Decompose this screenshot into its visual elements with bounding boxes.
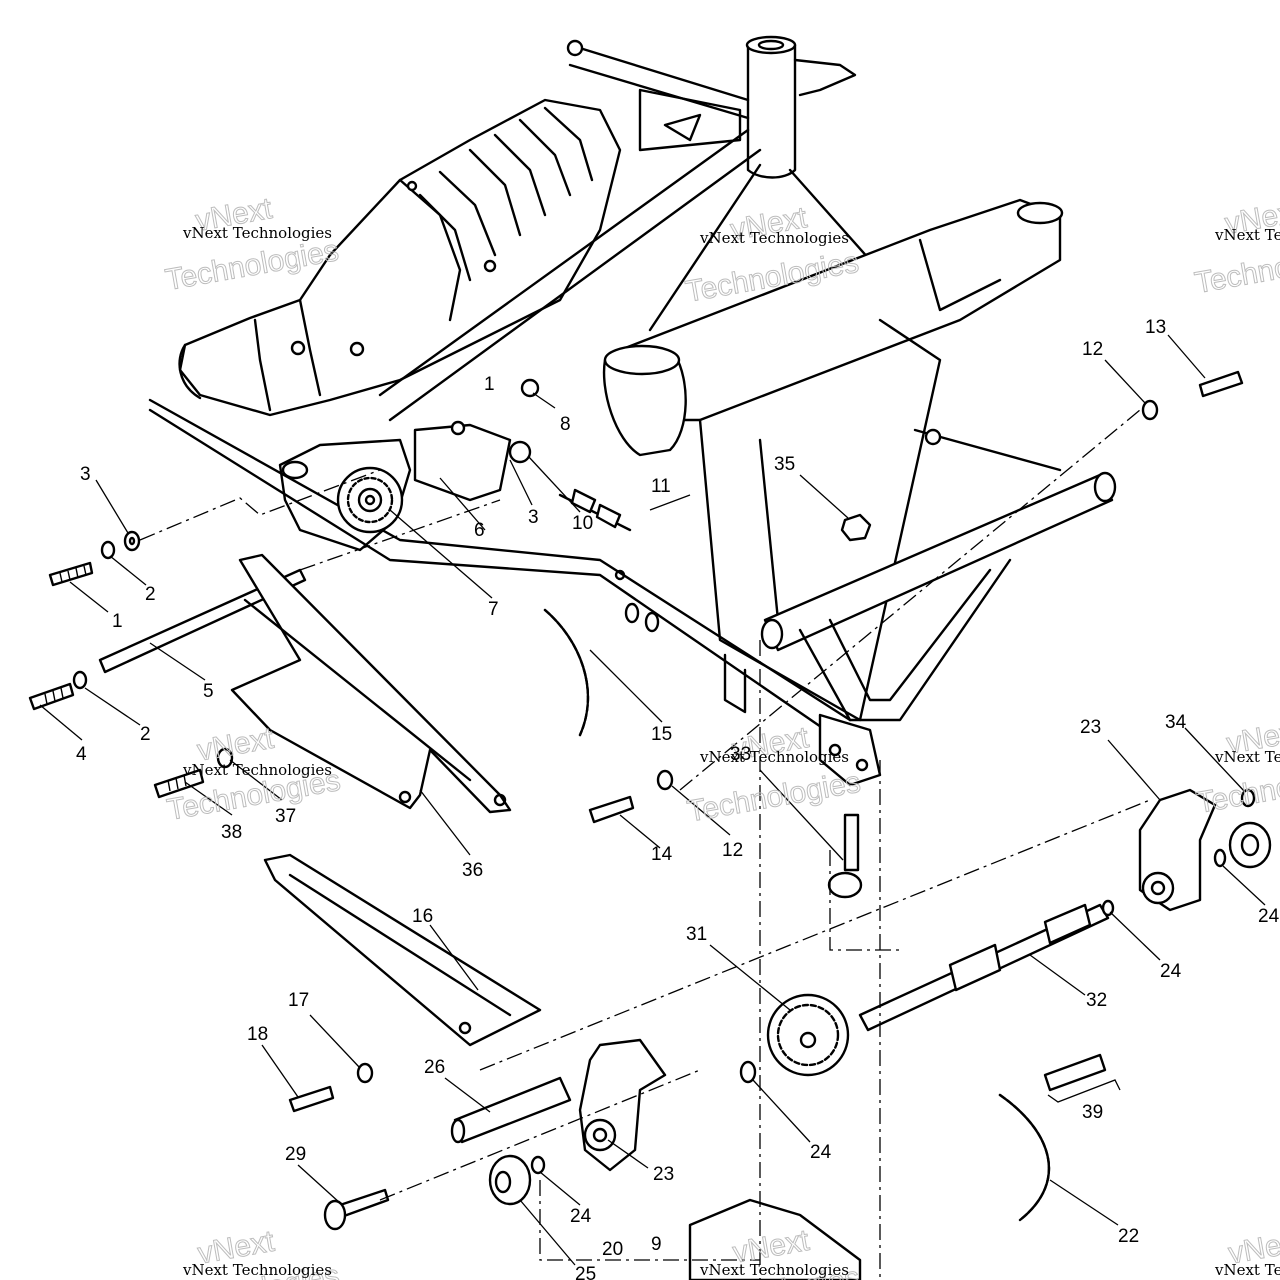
callout-2: 2 [145,584,156,605]
callout-2: 2 [140,724,151,745]
callout-6: 6 [474,520,485,541]
callout-33: 33 [730,744,751,765]
watermark-text: vNext Technologies [182,761,332,779]
svg-text:Technologies: Technologies [1192,237,1280,300]
callout-18: 18 [247,1024,268,1045]
callout-25: 25 [575,1264,596,1280]
callout-1: 1 [112,611,123,632]
callout-16: 16 [412,906,433,927]
callout-12: 12 [1082,339,1103,360]
callout-11: 11 [651,476,671,497]
callout-38: 38 [221,822,242,843]
callout-23: 23 [653,1164,674,1185]
watermark-text: vNext Technologies [182,224,332,242]
watermark-text: vNext Technologies [1214,226,1280,244]
callout-7: 7 [488,599,499,620]
callout-37: 37 [275,806,296,827]
callout-22: 22 [1118,1226,1139,1247]
callout-10: 10 [572,513,593,534]
callout-31: 31 [686,924,707,945]
callout-24: 24 [1258,906,1280,927]
callout-36: 36 [462,860,483,881]
svg-text:Technologies: Technologies [1194,757,1280,820]
callout-20: 20 [602,1239,623,1260]
watermark-text: vNext Technologies [699,229,849,247]
left-fasteners [28,469,501,711]
svg-text:Technologies: Technologies [685,766,863,829]
callout-8: 8 [560,414,571,435]
watermark-text: vNext Technologies [699,748,849,766]
callout-26: 26 [424,1057,445,1078]
callout-39: 39 [1082,1102,1103,1123]
callout-9: 9 [651,1234,662,1255]
callout-34: 34 [1165,712,1187,733]
callout-23: 23 [1080,717,1101,738]
rear-axle-assembly [288,370,1272,1280]
main-frame [148,35,1117,787]
watermark-text: vNext Technologies [699,1261,849,1279]
callout-35: 35 [774,454,795,475]
engine-assembly [178,98,622,417]
watermark-text: vNext Technologies [1214,748,1280,766]
drive-chain-upper [543,608,590,737]
callout-labels: 1 1 2 2 3 3 4 5 6 7 8 9 10 11 12 12 13 1… [76,317,1280,1280]
callout-17: 17 [288,990,309,1011]
callout-3: 3 [80,464,91,485]
leader-lines [39,334,1266,1266]
chain-guard [153,553,542,1047]
callout-4: 4 [76,744,87,765]
callout-14: 14 [651,844,673,865]
callout-24: 24 [1160,961,1182,982]
drive-sprocket-assembly [278,378,632,552]
callout-13: 13 [1145,317,1166,338]
watermark-text: vNext Technologies [182,1261,332,1279]
callout-3: 3 [528,507,539,528]
callout-32: 32 [1086,990,1107,1011]
callout-15: 15 [651,724,672,745]
callout-29: 29 [285,1144,306,1165]
callout-24: 24 [570,1206,592,1227]
callout-5: 5 [203,681,214,702]
callout-24: 24 [810,1142,832,1163]
watermark-text: vNext Technologies [1214,1261,1280,1279]
svg-text:Technologies: Technologies [163,234,341,297]
callout-1: 1 [484,374,495,395]
callout-12: 12 [722,840,743,861]
